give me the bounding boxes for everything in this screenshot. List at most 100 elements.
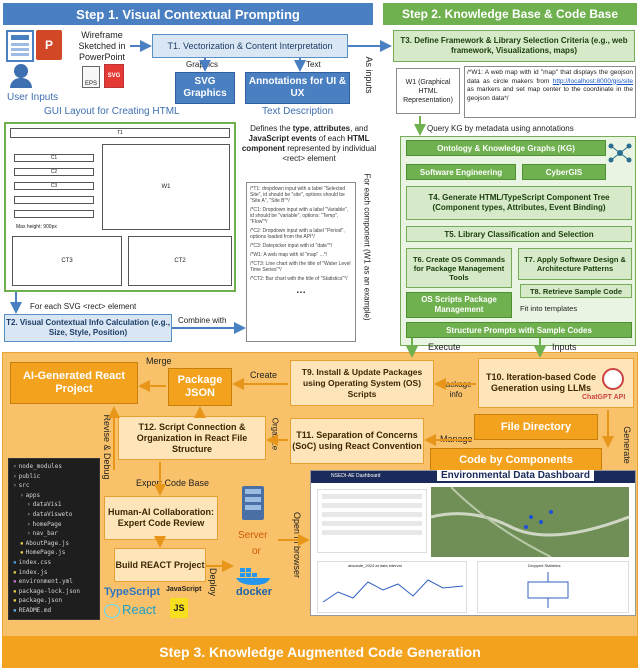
file-tree-item[interactable]: ›node_modules [11, 462, 97, 472]
wf-w1: W1 [102, 144, 230, 230]
wireframe-label: Wireframe Sketched in PowerPoint [78, 29, 126, 62]
file-tree-item[interactable]: ›dataVisweto [11, 510, 97, 520]
file-icon: ▪ [13, 587, 17, 595]
folder-icon: › [27, 501, 31, 509]
w1-description: /*W1: A web map with id "map" that displ… [464, 66, 636, 118]
snippet-line: /*CT2: Bar chart with the title of "Stat… [250, 276, 348, 282]
folder-icon: › [13, 472, 17, 480]
file-tree-item[interactable]: ›apps [11, 491, 97, 501]
file-tree-item[interactable]: ▪index.css [11, 558, 97, 568]
file-tree-label: dataVisweto [32, 510, 73, 518]
file-tree-list: ›node_modules›public›src›apps›dataVis1›d… [11, 462, 97, 616]
file-tree-label: package.json [18, 597, 62, 605]
snippet-line: /*T1: dropdown input with a label "Selec… [250, 186, 346, 204]
as-inputs-label: As inputs [364, 56, 374, 94]
user-inputs-label: User Inputs [7, 92, 59, 103]
gui-layout-label: GUI Layout for Creating HTML [44, 106, 180, 117]
execute-label: Execute [428, 342, 461, 352]
ontology-box: Ontology & Knowledge Graphs (KG) [406, 140, 606, 156]
file-tree-label: public [18, 472, 41, 480]
js-logo-icon: JS [170, 598, 188, 618]
folder-icon: › [13, 463, 17, 470]
file-tree-item[interactable]: ›public [11, 472, 97, 482]
file-icon: ▪ [13, 578, 17, 586]
dashboard-preview: NSEDI-AE Dashboard Environmental Data Da… [310, 470, 636, 616]
human-ai-box: Human-AI Collaboration: Expert Code Revi… [104, 496, 218, 540]
t11-box: T11. Separation of Concerns (SoC) using … [290, 418, 424, 464]
wf-c1: C1 [14, 154, 94, 162]
folder-icon: › [27, 530, 31, 538]
wf-c3: C3 [14, 182, 94, 190]
t5-box: T5. Library Classification and Selection [406, 226, 632, 242]
t2-box: T2. Visual Contextual Info Calculation (… [4, 314, 172, 342]
merge-label: Merge [146, 356, 172, 366]
t4-box: T4. Generate HTML/TypeScript Component T… [406, 186, 632, 220]
file-tree-item[interactable]: ›nav_bar [11, 529, 97, 539]
chatgpt-icon [602, 368, 624, 390]
export-code-label: Export Code Base [136, 478, 210, 488]
build-react-box: Build REACT Project [114, 548, 206, 582]
snippet-line: /*W1: A web map with id "map" ...*/ [250, 252, 328, 258]
dashboard-chart-1: absolute_2024 at data interval [317, 561, 467, 613]
file-tree-item[interactable]: ›dataVis1 [11, 500, 97, 510]
manage-label: Manage [440, 434, 473, 444]
wf-ct2: CT2 [128, 236, 232, 286]
package-json-box: Package JSON [168, 368, 232, 406]
svg-file-icon: SVG [104, 64, 124, 88]
file-icon: ▪ [13, 568, 17, 576]
file-icon: ▪ [20, 539, 24, 547]
t7-box: T7. Apply Software Design & Architecture… [518, 248, 632, 280]
folder-icon: › [27, 520, 31, 528]
wf-small-box-1 [14, 196, 94, 204]
file-tree-item[interactable]: ›src [11, 481, 97, 491]
powerpoint-icon: P [36, 30, 62, 60]
kg-network-icon [608, 142, 632, 164]
svg-graphics-box: SVG Graphics [175, 72, 235, 104]
file-tree-item[interactable]: ▪environment.yml [11, 577, 97, 587]
dashboard-title: Environmental Data Dashboard [437, 470, 594, 481]
file-tree-label: apps [25, 491, 41, 499]
dashboard-map [431, 487, 629, 557]
eps-file-icon: EPS [82, 66, 100, 88]
server-label: Server [238, 530, 268, 541]
file-icon: ▪ [13, 558, 17, 566]
t6-box: T6. Create OS Commands for Package Manag… [406, 248, 512, 288]
structure-prompts-box: Structure Prompts with Sample Codes [406, 322, 632, 338]
react-logo-icon [104, 604, 120, 618]
file-tree-item[interactable]: ▪index.js [11, 568, 97, 578]
step1-header: Step 1. Visual Contextual Prompting [3, 3, 373, 25]
file-tree-item[interactable]: ▪package-lock.json [11, 587, 97, 597]
t8-box: T8. Retrieve Sample Code [520, 284, 632, 298]
file-tree-item[interactable]: ›homePage [11, 520, 97, 530]
defines-text: Defines the type, attributes, and JavaSc… [241, 124, 377, 163]
file-icon: ▪ [20, 549, 24, 557]
file-tree-item[interactable]: ▪HomePage.js [11, 548, 97, 558]
docker-icon [234, 566, 276, 586]
snippet-line: /*CT3: Line chart with the title of "Wat… [250, 261, 351, 273]
file-tree-label: nav_bar [32, 530, 58, 538]
revise-debug-label: Revise & Debug [102, 414, 112, 480]
file-icon: ▪ [13, 606, 17, 614]
file-tree-item[interactable]: ▪AboutPage.js [11, 539, 97, 549]
user-icon [14, 64, 28, 78]
software-eng-box: Software Engineering [406, 164, 516, 180]
docker-label: docker [236, 586, 273, 598]
code-components-box: Code by Components [430, 448, 602, 472]
os-scripts-box: OS Scripts Package Management [406, 292, 512, 318]
organize-label: Organize [270, 417, 280, 451]
file-tree-label: homePage [32, 520, 62, 528]
file-tree-label: environment.yml [18, 578, 73, 586]
query-kg-label: Query KG by metadata using annotations [427, 124, 574, 133]
react-label: React [122, 602, 156, 617]
file-tree-label: src [18, 482, 30, 490]
file-tree-item[interactable]: ▪README.md [11, 606, 97, 616]
file-tree-label: HomePage.js [25, 549, 66, 557]
t9-box: T9. Install & Update Packages using Oper… [290, 360, 434, 406]
javascript-label: JavaScript [166, 586, 202, 593]
step3-header: Step 3. Knowledge Augmented Code Generat… [2, 636, 638, 668]
file-icon: ▪ [13, 597, 17, 605]
w1-link[interactable]: http://localhost:8000/gis/site [552, 77, 633, 85]
annotations-box: Annotations for UI & UX [245, 72, 350, 104]
file-tree-item[interactable]: ▪package.json [11, 596, 97, 606]
snippet-line: /*C1: Dropdown input with a label "Varia… [250, 207, 349, 225]
